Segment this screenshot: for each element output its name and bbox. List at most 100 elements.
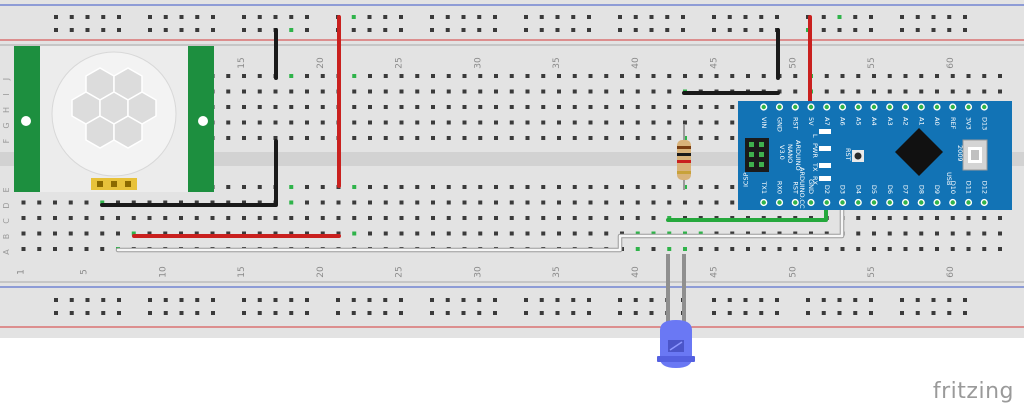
breadboard-hole (352, 185, 357, 189)
breadboard-hole (415, 216, 420, 220)
rail-hole (931, 311, 936, 315)
rail-hole (539, 28, 544, 32)
breadboard-hole (746, 231, 750, 236)
breadboard-hole (714, 231, 719, 236)
column-number-bottom: 1 (17, 269, 27, 275)
nano-top-pin (760, 103, 768, 111)
breadboard-hole (147, 231, 152, 236)
breadboard-hole (872, 247, 876, 251)
breadboard-hole (651, 231, 656, 236)
nano-top-pin-label: A0 (933, 117, 941, 126)
breadboard-hole (368, 89, 372, 94)
breadboard-hole (982, 89, 987, 94)
breadboard-hole (509, 185, 514, 189)
nano-bottom-pin-label: D8 (917, 185, 925, 194)
nano-led-l-label: L (811, 134, 819, 138)
resistor-band-1 (677, 146, 691, 149)
breadboard-hole (37, 216, 42, 220)
breadboard-hole (620, 200, 624, 205)
breadboard-hole (604, 120, 609, 125)
rail-hole (367, 15, 372, 19)
breadboard-hole (698, 200, 703, 205)
breadboard-hole (541, 74, 546, 78)
breadboard-hole (446, 74, 451, 78)
breadboard-hole (462, 105, 467, 109)
breadboard-hole (415, 74, 420, 78)
breadboard-hole (525, 231, 530, 236)
breadboard-hole (887, 231, 892, 236)
rail-hole (618, 28, 622, 32)
breadboard-hole (509, 231, 514, 236)
rail-hole (477, 311, 482, 315)
rail-hole (493, 15, 497, 19)
breadboard-hole (478, 231, 483, 236)
breadboard-hole (588, 120, 593, 125)
breadboard-hole (147, 216, 152, 220)
breadboard-hole (415, 89, 420, 94)
breadboard-hole (667, 200, 672, 205)
breadboard-hole (100, 231, 105, 236)
rail-hole (336, 298, 340, 302)
nano-bottom-pin (760, 198, 768, 207)
breadboard-hole (494, 136, 498, 140)
breadboard-hole (572, 231, 577, 236)
breadboard-hole (289, 136, 294, 140)
breadboard-hole (289, 231, 294, 236)
breadboard-hole (903, 89, 908, 94)
breadboard-hole (305, 120, 309, 125)
breadboard-hole (714, 200, 719, 205)
nano-top-pin-label: A3 (886, 117, 894, 126)
usb-port-tongue (971, 150, 979, 160)
column-number-top: 60 (946, 57, 956, 69)
nano-label-line-3: V3.0 (778, 145, 786, 160)
breadboard-hole (998, 74, 1002, 78)
breadboard-hole (116, 231, 120, 236)
rail-hole (242, 28, 246, 32)
rail-hole (775, 298, 779, 302)
breadboard-hole (698, 247, 703, 251)
breadboard-hole (399, 89, 404, 94)
breadboard-hole (242, 200, 246, 205)
breadboard-hole (698, 120, 703, 125)
breadboard-hole (68, 216, 73, 220)
breadboard-hole (714, 74, 719, 78)
breadboard-hole (163, 231, 168, 236)
breadboard-hole (856, 247, 861, 251)
rail-hole (743, 311, 748, 315)
rail-hole (69, 298, 74, 302)
rail-hole (445, 28, 450, 32)
rail-hole (242, 15, 246, 19)
breadboard-hole (824, 247, 829, 251)
breadboard-hole (368, 105, 372, 109)
nano-reset-button-cap (854, 152, 862, 160)
nano-top-pin-label: 3V3 (965, 117, 973, 130)
breadboard-hole (541, 136, 546, 140)
rail-hole (305, 298, 309, 302)
nano-bottom-pin-label: D9 (933, 185, 941, 194)
breadboard-hole (698, 105, 703, 109)
breadboard-hole (793, 231, 798, 236)
rail-hole (900, 311, 904, 315)
breadboard-hole (100, 216, 105, 220)
rail-hole (273, 298, 278, 302)
nano-top-pin (870, 103, 878, 111)
rail-hole (587, 15, 591, 19)
breadboard-hole (541, 231, 546, 236)
rail-hole (289, 311, 294, 315)
breadboard-hole (667, 231, 672, 236)
breadboard-hole (431, 185, 435, 189)
nano-top-pin-label: A2 (902, 117, 910, 126)
breadboard-hole (572, 74, 577, 78)
breadboard-hole (273, 136, 278, 140)
breadboard-hole (289, 89, 294, 94)
icsp-label: ICSP (742, 172, 750, 187)
breadboard-hole (305, 231, 309, 236)
breadboard-hole (131, 200, 136, 205)
rail-hole (837, 311, 842, 315)
rail-hole (85, 311, 90, 315)
nano-led-l (819, 129, 831, 134)
breadboard-hole (950, 89, 955, 94)
rail-hole (853, 15, 858, 19)
nano-bottom-pin-label: D5 (870, 185, 878, 194)
breadboard-hole (352, 89, 357, 94)
